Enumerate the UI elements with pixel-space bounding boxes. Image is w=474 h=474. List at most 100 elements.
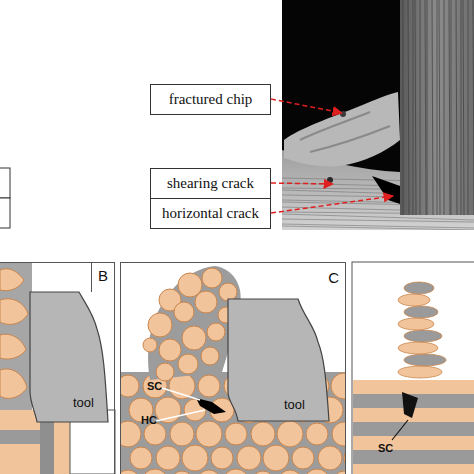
art-shape (0, 430, 40, 444)
art-shape (404, 330, 442, 342)
label-box: shearing crack (150, 168, 271, 199)
art-shape (144, 423, 166, 445)
art-shape (196, 421, 222, 447)
art-shape (178, 354, 198, 374)
art-shape (332, 422, 345, 446)
crack-label: SC (147, 380, 162, 392)
art-shape (211, 447, 233, 469)
art-shape (456, 0, 457, 215)
art-shape (282, 219, 474, 222)
tool-outline (29, 291, 109, 423)
art-shape (463, 0, 464, 215)
art-shape (400, 0, 474, 215)
art-shape (130, 447, 152, 469)
art-shape (148, 313, 172, 337)
art-shape (402, 392, 418, 418)
label-text: horizontal crack (162, 205, 259, 222)
tool-outline (228, 299, 329, 421)
art-shape (225, 423, 247, 445)
figure-panel: Btool (0, 262, 115, 474)
art-shape (444, 0, 445, 215)
photo (282, 0, 474, 230)
art-shape (353, 422, 474, 436)
art-shape (252, 471, 274, 474)
art-shape (451, 0, 452, 215)
art-shape (468, 0, 469, 215)
art-shape (327, 177, 333, 183)
art-shape (461, 0, 462, 215)
art-shape (403, 0, 404, 215)
leader-arrow (271, 183, 333, 184)
art-shape (353, 464, 474, 474)
art-shape (182, 445, 208, 471)
art-shape (353, 380, 474, 474)
art-shape (251, 422, 275, 446)
art-shape (333, 471, 345, 474)
art-shape (473, 0, 474, 215)
art-shape (0, 334, 26, 359)
art-shape (340, 111, 346, 117)
art-shape (174, 302, 194, 322)
art-shape (171, 471, 193, 474)
art-shape (300, 112, 390, 152)
art-shape (223, 469, 249, 474)
art-shape (353, 436, 474, 450)
art-shape (420, 0, 421, 215)
art-shape (425, 0, 426, 215)
art-shape (404, 282, 434, 294)
panel-letter: B (91, 263, 114, 292)
tool-shape: tool (226, 297, 331, 423)
art-shape (292, 447, 314, 469)
label-box: fractured chip (150, 84, 271, 115)
art-shape (398, 318, 434, 330)
art-shape (0, 168, 10, 198)
panel-frame (352, 262, 474, 474)
art-shape (403, 0, 474, 215)
label-text: fractured chip (169, 91, 253, 108)
panel-d-art (353, 282, 474, 474)
art-shape (142, 469, 168, 474)
art-shape (427, 0, 428, 215)
panel-c-art (121, 266, 345, 474)
art-shape (439, 0, 440, 215)
art-shape (282, 0, 474, 230)
art-shape (404, 354, 446, 366)
crack-label: SC (378, 442, 393, 454)
art-shape (143, 268, 237, 381)
art-shape (408, 0, 409, 215)
tool-label: tool (73, 395, 94, 410)
figure-panel: Ctool (120, 262, 346, 474)
art-shape (344, 445, 345, 471)
art-shape (284, 92, 400, 166)
art-shape (304, 469, 330, 474)
art-shape (392, 420, 408, 440)
leader-arrow (271, 99, 342, 113)
art-shape (331, 373, 345, 399)
art-shape (415, 0, 416, 215)
label-box: horizontal crack (150, 198, 271, 229)
art-shape (398, 294, 430, 306)
art-shape (195, 291, 217, 313)
art-shape (156, 446, 180, 470)
crack-label: HC (141, 414, 157, 426)
art-shape (404, 306, 438, 318)
art-shape (197, 470, 221, 474)
art-shape (282, 224, 474, 228)
tool-outline (30, 292, 108, 422)
tool-outline (226, 297, 331, 423)
art-shape (263, 445, 289, 471)
art-shape (432, 0, 433, 215)
art-shape (155, 397, 181, 423)
art-shape (0, 198, 10, 228)
art-shape (353, 380, 474, 394)
art-shape (159, 339, 181, 361)
art-shape (318, 446, 342, 470)
art-shape (201, 347, 219, 365)
art-shape (398, 282, 446, 378)
art-shape (198, 375, 220, 397)
art-shape (282, 226, 474, 230)
art-shape (0, 263, 32, 411)
art-shape (353, 450, 474, 464)
art-shape (278, 470, 302, 474)
